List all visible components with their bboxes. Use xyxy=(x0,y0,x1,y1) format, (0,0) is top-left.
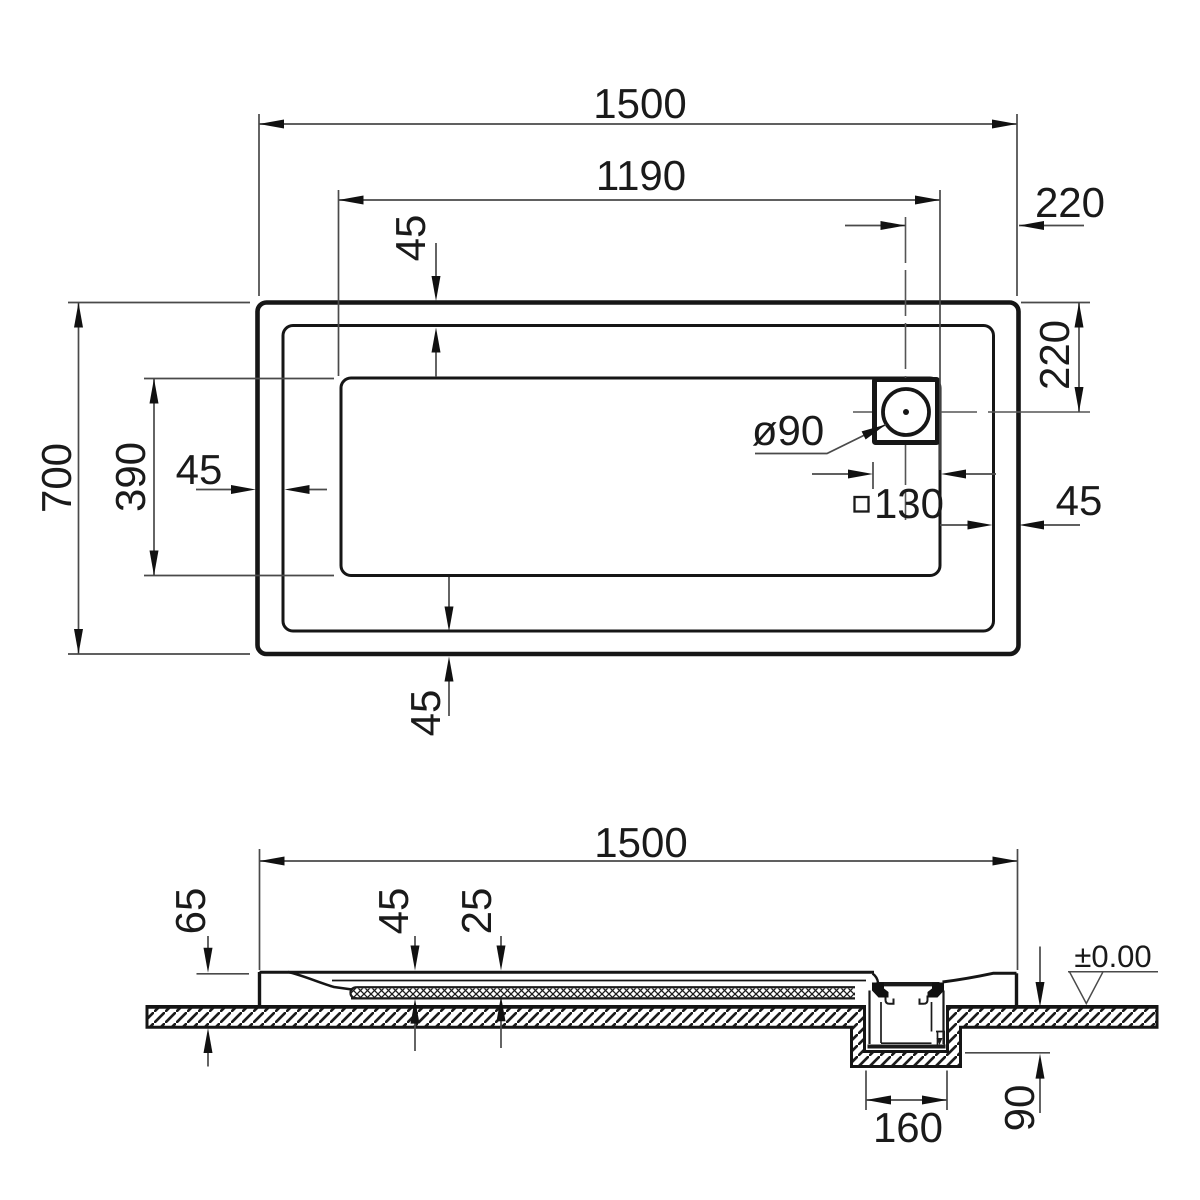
svg-text:45: 45 xyxy=(370,888,417,935)
svg-text:220: 220 xyxy=(1031,320,1078,390)
svg-text:90: 90 xyxy=(996,1085,1043,1132)
svg-text:1190: 1190 xyxy=(596,152,686,199)
svg-text:130: 130 xyxy=(874,480,944,527)
svg-text:±0.00: ±0.00 xyxy=(1074,939,1151,974)
svg-text:390: 390 xyxy=(107,442,154,512)
svg-text:220: 220 xyxy=(1035,179,1105,226)
svg-text:1500: 1500 xyxy=(593,80,686,127)
svg-text:1500: 1500 xyxy=(594,819,687,866)
svg-text:45: 45 xyxy=(402,690,449,737)
svg-text:45: 45 xyxy=(387,215,434,262)
svg-text:45: 45 xyxy=(1056,477,1103,524)
svg-text:45: 45 xyxy=(176,446,223,493)
svg-text:160: 160 xyxy=(873,1104,943,1151)
svg-text:65: 65 xyxy=(167,888,214,935)
svg-text:25: 25 xyxy=(453,888,500,935)
svg-text:ø90: ø90 xyxy=(752,407,824,454)
svg-text:700: 700 xyxy=(33,443,80,513)
